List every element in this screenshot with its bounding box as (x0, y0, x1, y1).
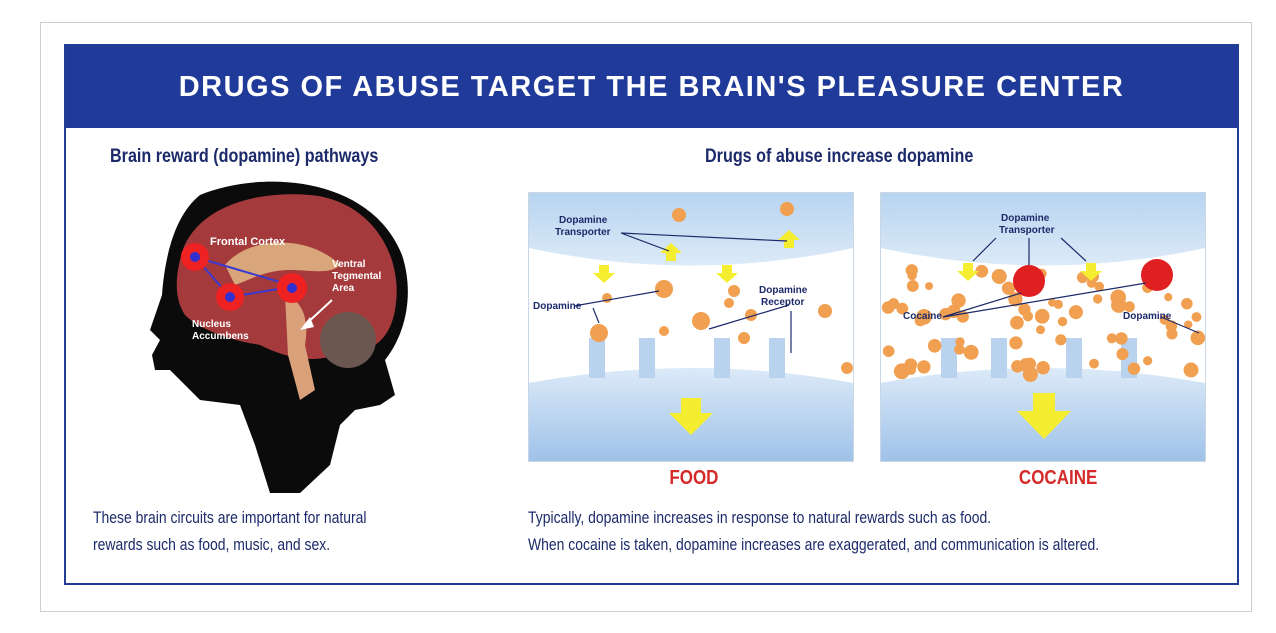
dopamine-molecule (917, 360, 931, 374)
food-dopamine-label: Dopamine (533, 301, 582, 312)
presynaptic-neuron (881, 193, 1205, 266)
dopamine-molecule (1124, 301, 1135, 313)
dopamine-molecule (1092, 294, 1103, 304)
infographic-frame: DRUGS OF ABUSE TARGET THE BRAIN'S PLEASU… (64, 44, 1239, 585)
dopamine-molecule (1018, 303, 1031, 316)
caption-line: These brain circuits are important for n… (93, 508, 367, 527)
figure-border (40, 22, 1252, 612)
dopamine-molecule (881, 301, 895, 314)
cocaine-synapse-panel: Dopamine Transporter Cocaine Dopamine (880, 192, 1206, 462)
dopamine-molecule (907, 270, 917, 281)
dopamine-molecule (1036, 325, 1045, 335)
dopamine-molecule (906, 364, 917, 375)
food-receptor-label-1: Dopamine (759, 285, 808, 296)
dopamine-molecule (1164, 292, 1173, 302)
dopamine-molecule (1184, 320, 1193, 329)
dopamine-molecule (1034, 308, 1050, 324)
dopamine-molecule (1089, 358, 1099, 369)
brainstem (285, 295, 315, 400)
nucleus-label-1: Nucleus (192, 319, 231, 330)
caption-line: rewards such as food, music, and sex. (93, 535, 331, 554)
dopamine-molecule (1183, 362, 1199, 378)
nucleus-label-2: Accumbens (192, 331, 249, 342)
dopamine-heading: Drugs of abuse increase dopamine (705, 146, 974, 167)
dopamine-molecule (955, 337, 965, 347)
cocaine-molecule (1013, 265, 1045, 297)
frontal-cortex-label: Frontal Cortex (210, 236, 286, 248)
dopamine-molecule (896, 302, 909, 315)
title: DRUGS OF ABUSE TARGET THE BRAIN'S PLEASU… (178, 70, 1125, 103)
vta-label-1: Ventral (332, 259, 366, 270)
brain-illustration: Frontal Cortex Ventral Tegmental Area Nu… (150, 181, 408, 493)
dopamine-molecule (906, 280, 919, 292)
dopamine-molecules (590, 202, 853, 374)
dopamine-molecule (1057, 316, 1068, 327)
dopamine-molecule (1181, 297, 1193, 310)
food-synapse-panel: Dopamine Transporter Dopamine Dopamine R… (528, 192, 854, 462)
food-transporter-label-2: Transporter (555, 227, 611, 238)
dopamine-molecule (1009, 336, 1023, 350)
dopamine-molecule (1086, 278, 1097, 288)
cocaine-label: Cocaine (903, 311, 942, 322)
dopamine-molecule (1010, 315, 1024, 330)
dopamine-molecule (1166, 328, 1178, 340)
dopamine-molecule (954, 344, 965, 355)
brain-pathways-heading: Brain reward (dopamine) pathways (110, 146, 379, 167)
cocaine-label-heading: COCAINE (1018, 467, 1098, 489)
dopamine-molecule (893, 363, 910, 380)
dopamine-molecule (991, 268, 1007, 285)
cerebellum (320, 312, 376, 368)
dopamine-molecule (927, 338, 942, 353)
dopamine-molecule (1055, 334, 1067, 346)
food-receptor-label-2: Receptor (761, 297, 804, 308)
dopamine-molecule (1001, 281, 1016, 295)
dopamine-molecule (914, 314, 927, 327)
cocaine-molecule (1141, 259, 1173, 291)
dopamine-molecule (1116, 348, 1129, 361)
caption-line: When cocaine is taken, dopamine increase… (528, 535, 1100, 554)
dopamine-molecule (1111, 297, 1127, 313)
dopamine-molecule (882, 345, 895, 357)
cocaine-transporter-label-2: Transporter (999, 225, 1055, 236)
signal-arrow-icon (1017, 393, 1071, 439)
dopamine-molecule (1127, 362, 1141, 375)
caption-line: Typically, dopamine increases in respons… (528, 508, 992, 527)
dopamine-molecule (1143, 356, 1153, 366)
dopamine-molecule (1036, 360, 1050, 375)
signal-arrow-icon (669, 398, 713, 435)
dopamine-molecule (1106, 333, 1117, 344)
dopamine-molecule (975, 264, 989, 278)
cocaine-dopamine-label: Dopamine (1123, 311, 1172, 322)
food-transporter-label-1: Dopamine (559, 215, 608, 226)
transporter-arrows (593, 230, 800, 435)
dopamine-molecule (963, 344, 979, 360)
dopamine-molecule (1048, 298, 1057, 307)
dopamine-molecule (1094, 281, 1105, 292)
cocaine-transporter-label-1: Dopamine (1001, 213, 1050, 224)
presynaptic-neuron (529, 193, 853, 266)
dopamine-molecule (1191, 312, 1202, 322)
dopamine-molecule (925, 282, 934, 291)
title-banner: DRUGS OF ABUSE TARGET THE BRAIN'S PLEASU… (66, 46, 1237, 128)
brain-caption: These brain circuits are important for n… (93, 504, 367, 558)
dopamine-molecule (1068, 305, 1083, 320)
dopamine-molecule (1193, 335, 1203, 346)
dopamine-molecule (1115, 332, 1128, 345)
dopamine-caption: Typically, dopamine increases in respons… (528, 504, 1099, 558)
vta-label-2: Tegmental (332, 271, 381, 282)
dopamine-molecule (1011, 360, 1024, 373)
dopamine-molecule (951, 293, 966, 308)
food-label: FOOD (669, 467, 719, 489)
vta-label-3: Area (332, 283, 355, 294)
